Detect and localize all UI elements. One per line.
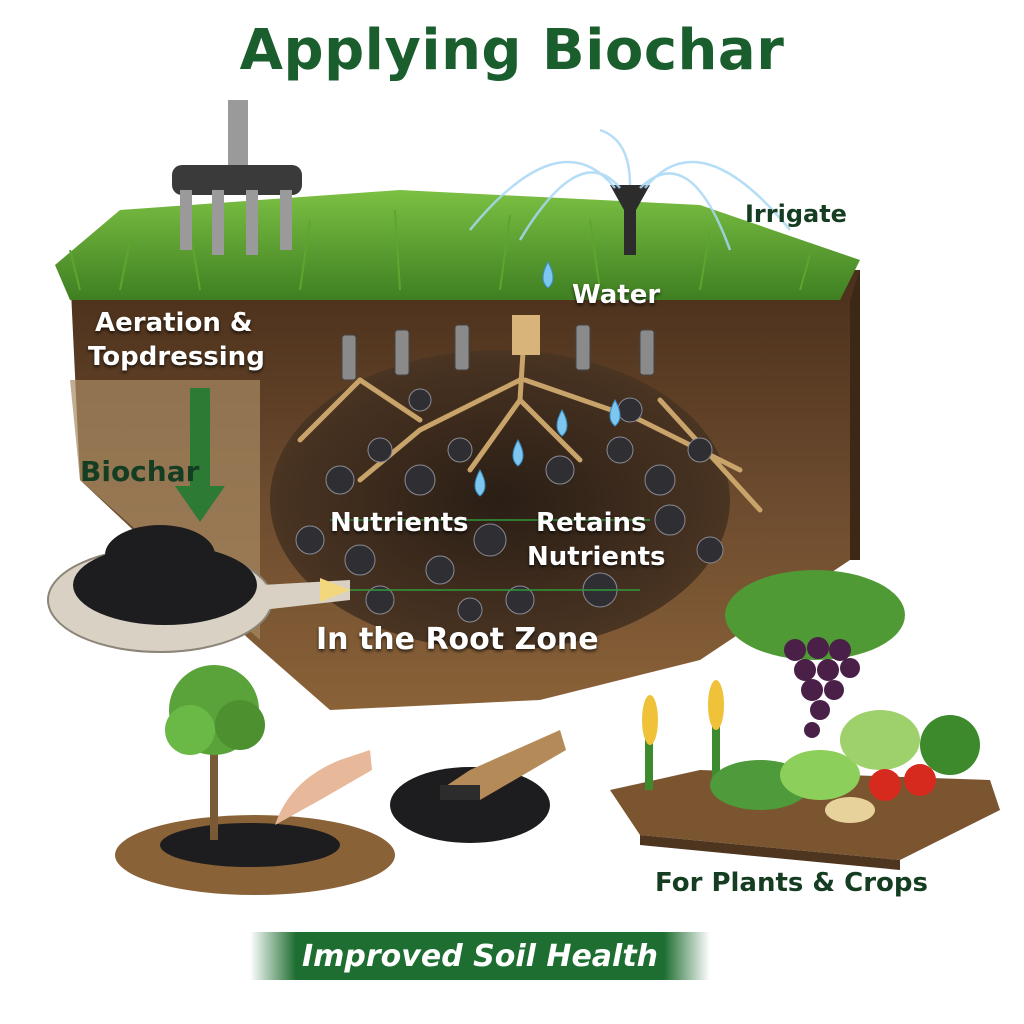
label-irrigate: Irrigate [745, 200, 847, 228]
rake-tool [172, 100, 302, 255]
label-water: Water [572, 280, 661, 310]
improved-soil-health-banner: Improved Soil Health [250, 932, 710, 980]
label-topdressing: Topdressing [88, 342, 265, 372]
banner-text: Improved Soil Health [301, 938, 659, 974]
label-retains-nutrients: Nutrients [527, 542, 666, 572]
down-arrow [175, 388, 225, 522]
plant-stem-base [512, 315, 540, 355]
tree-planting [115, 665, 395, 895]
grass-layer [55, 190, 860, 300]
grapes [725, 570, 905, 738]
label-root-zone: In the Root Zone [316, 622, 599, 657]
label-nutrients: Nutrients [330, 508, 469, 538]
page-title: Applying Biochar [239, 18, 785, 83]
sprinkler [469, 128, 791, 255]
label-plants-crops: For Plants & Crops [655, 868, 928, 898]
garden-bed [610, 680, 1000, 870]
root-zone-pocket [270, 350, 730, 650]
label-retains: Retains [536, 508, 647, 538]
biochar-pile-with-trowel [390, 730, 566, 843]
label-aeration: Aeration & [95, 308, 253, 338]
biochar-scoop [47, 525, 350, 653]
label-biochar: Biochar [80, 455, 200, 488]
